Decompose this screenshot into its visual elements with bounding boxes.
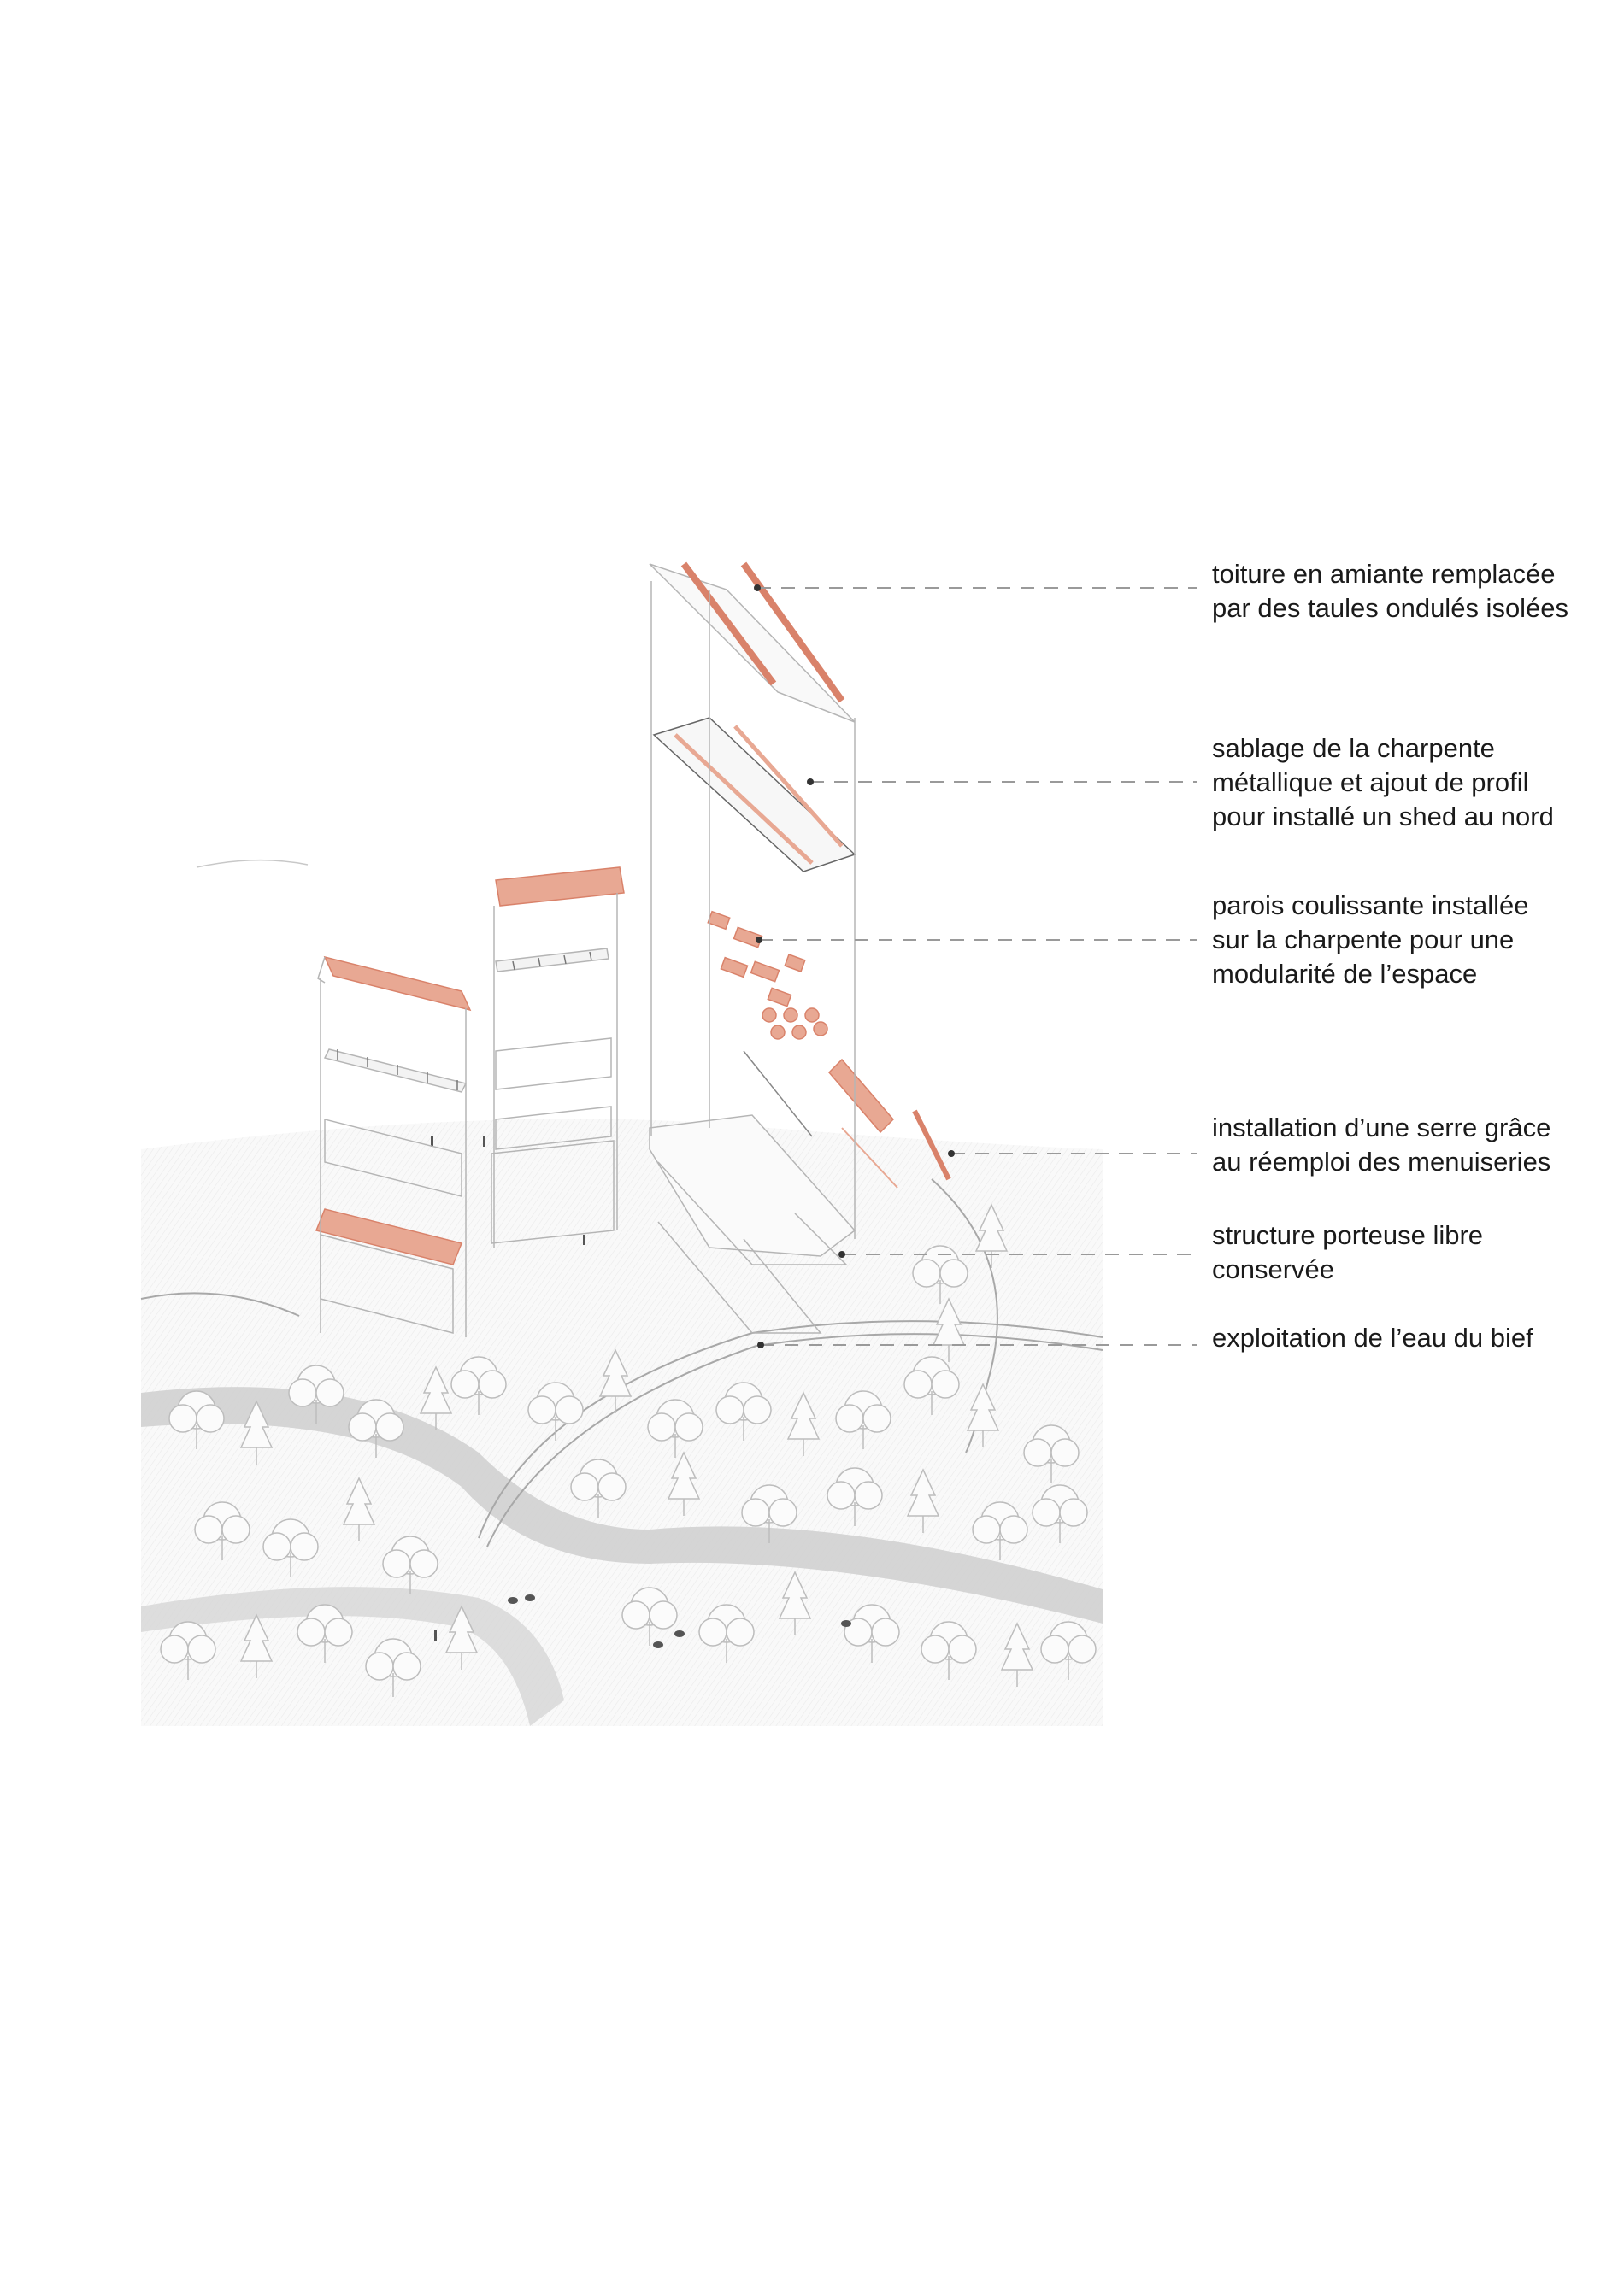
annotation-structure: structure porteuse libre conservée — [1212, 1220, 1484, 1284]
leader-dots — [754, 584, 955, 1348]
building-2-exploded — [491, 866, 625, 1248]
building-1-exploded — [315, 955, 472, 1337]
annotation-roof: toiture en amiante remplacée par des tau… — [1212, 559, 1569, 623]
annotation-greenhouse: installation d’une serre grâce au réempl… — [1212, 1113, 1551, 1177]
annotation-framework: sablage de la charpente métallique et aj… — [1212, 733, 1554, 831]
building-3-exploded — [649, 561, 951, 1334]
annotation-sliding-walls: parois coulissante installée sur la char… — [1212, 890, 1529, 989]
figures — [431, 1136, 851, 1648]
annotation-water: exploitation de l’eau du bief — [1212, 1323, 1533, 1353]
leader-lines — [757, 587, 1197, 1346]
